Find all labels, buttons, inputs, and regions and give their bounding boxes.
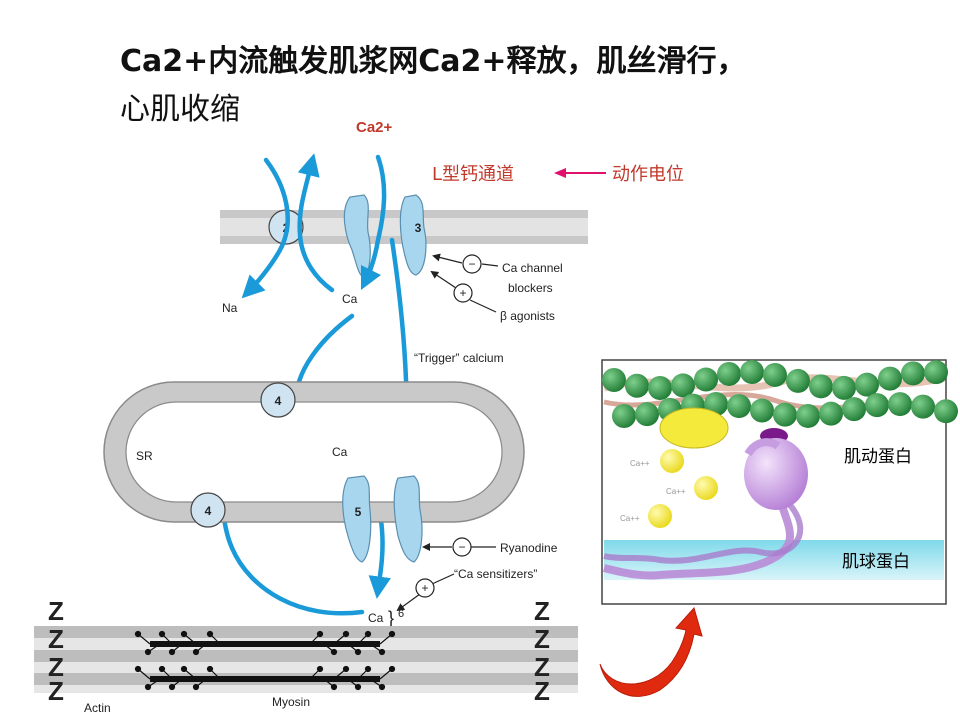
ca2-label: Ca2+ — [356, 119, 393, 136]
bracket: } — [388, 608, 394, 628]
actin-bead — [901, 361, 925, 386]
ca-sensitizer-annotation: + “Ca sensitizers” — [396, 567, 537, 612]
ca-bottom-label: Ca — [368, 611, 384, 625]
actin-bead — [648, 375, 672, 400]
action-potential-label: 动作电位 — [612, 164, 684, 185]
actin-bead — [727, 394, 751, 419]
actin-bead — [694, 367, 718, 392]
svg-text:−: − — [458, 540, 465, 554]
actin-bead — [717, 361, 741, 386]
inset-panel — [601, 359, 958, 605]
na-label: Na — [222, 301, 238, 315]
title-line-2: 心肌收缩 — [120, 92, 240, 127]
z-right-2: Z — [534, 624, 550, 654]
actin-bead — [671, 373, 695, 398]
svg-text:4: 4 — [205, 504, 212, 518]
svg-text:blockers: blockers — [508, 281, 553, 295]
svg-text:+: + — [421, 581, 428, 595]
actin-bead — [888, 392, 912, 417]
myosin-protein-label: 肌球蛋白 — [842, 552, 910, 572]
z-lines: Z Z Z Z Z Z Z Z — [48, 596, 550, 706]
svg-text:+: + — [459, 286, 466, 300]
actin-bead — [878, 366, 902, 391]
l-channel-label: L型钙通道 — [432, 164, 514, 185]
actin-bead — [819, 401, 843, 426]
ca-ion-1: Ca++ — [630, 459, 650, 468]
actin-bead — [924, 360, 948, 385]
ryanodine-receptor: 5 — [342, 475, 423, 563]
channel-step-3: 3 — [415, 221, 422, 235]
svg-text:Ca channel: Ca channel — [502, 261, 563, 275]
actin-label: Actin — [84, 701, 111, 715]
actin-bead — [612, 404, 636, 428]
actin-bead — [855, 372, 879, 397]
sensitize-step-6: 6 — [398, 608, 404, 620]
z-right-4: Z — [534, 676, 550, 706]
actin-bead — [911, 394, 935, 419]
actin-protein-label: 肌动蛋白 — [844, 447, 912, 467]
actin-bead — [786, 368, 810, 393]
z-left-1: Z — [48, 596, 64, 626]
sarcoplasmic-reticulum — [103, 381, 525, 523]
svg-text:−: − — [468, 257, 475, 271]
z-right-1: Z — [534, 596, 550, 626]
actin-bead — [625, 373, 649, 398]
svg-text:“Ca sensitizers”: “Ca sensitizers” — [454, 567, 537, 581]
actin-bead — [842, 397, 866, 422]
actin-bead — [934, 399, 958, 424]
z-left-3: Z — [48, 652, 64, 682]
actin-bead — [750, 398, 774, 423]
serca-step-4-top: 4 — [260, 382, 296, 418]
curved-arrow-icon — [599, 606, 703, 697]
actin-bead — [740, 360, 764, 385]
z-left-2: Z — [48, 624, 64, 654]
title-line-1: Ca2+内流触发肌浆网Ca2+释放，肌丝滑行， — [120, 44, 747, 79]
beta-agonist-annotation: + β agonists — [430, 270, 555, 323]
serca-step-4-left: 4 — [190, 492, 226, 528]
ca-ion-3: Ca++ — [620, 514, 640, 523]
myosin-label: Myosin — [272, 695, 310, 709]
ca-entry-label: Ca — [342, 292, 358, 306]
actin-bead — [763, 362, 787, 387]
ryanodine-annotation: − Ryanodine — [422, 537, 558, 557]
actin-bead — [809, 374, 833, 399]
z-left-4: Z — [48, 676, 64, 706]
actin-bead — [602, 368, 626, 392]
sarcomere — [34, 626, 578, 693]
actin-bead — [832, 375, 856, 400]
ca-ion-2: Ca++ — [666, 487, 686, 496]
slide-title: Ca2+内流触发肌浆网Ca2+释放，肌丝滑行， 心肌收缩 — [120, 38, 880, 134]
ca-sr-label: Ca — [332, 445, 348, 459]
svg-text:5: 5 — [355, 505, 362, 519]
sr-label: SR — [136, 449, 153, 463]
actin-bead — [773, 402, 797, 427]
actin-bead — [796, 403, 820, 428]
ca-blocker-annotation: − Ca channel blockers — [432, 253, 563, 295]
svg-text:4: 4 — [275, 394, 282, 408]
actin-bead — [635, 402, 659, 427]
svg-text:Ryanodine: Ryanodine — [500, 541, 558, 555]
svg-text:β agonists: β agonists — [500, 309, 555, 323]
actin-bead — [865, 393, 889, 418]
z-right-3: Z — [534, 652, 550, 682]
trigger-calcium-label: “Trigger” calcium — [414, 351, 504, 365]
